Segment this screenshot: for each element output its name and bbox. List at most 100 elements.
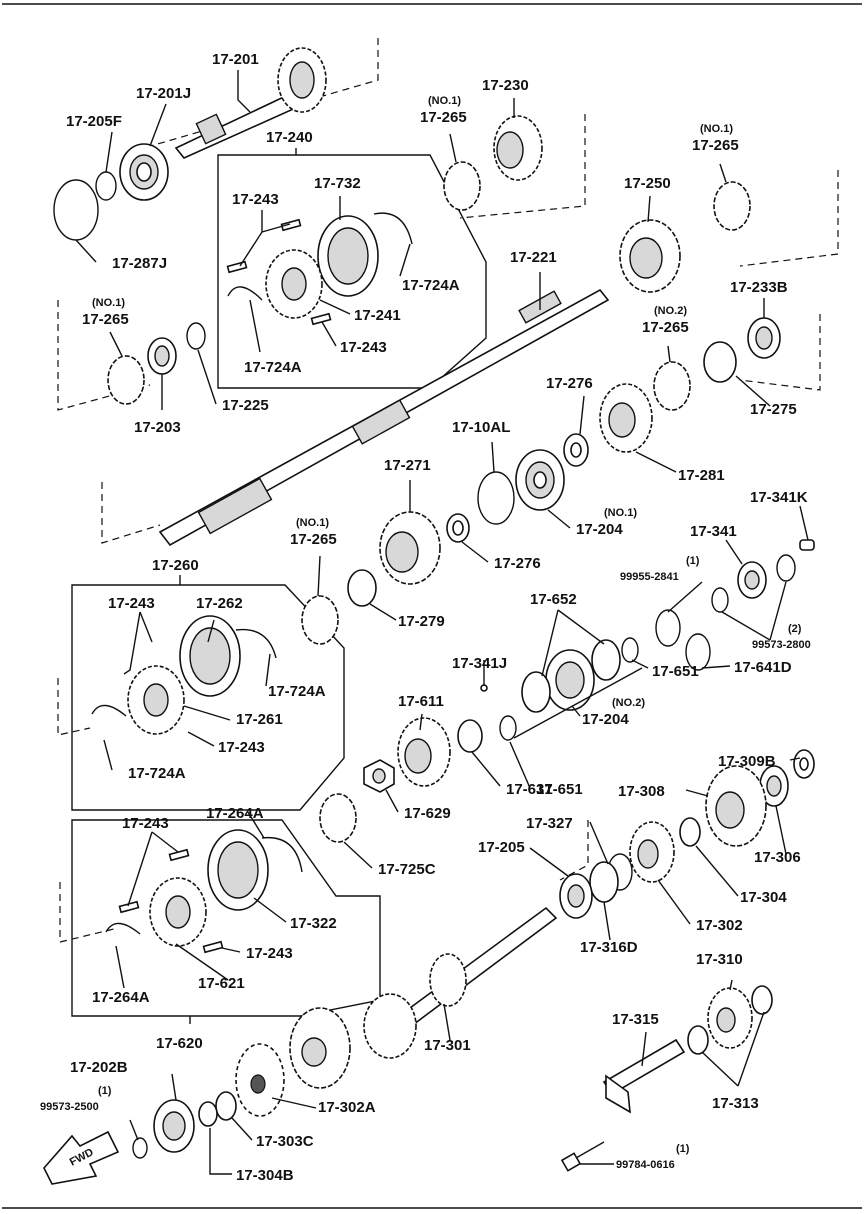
label-17-201: 17-201: [212, 51, 259, 68]
sleeve-17-262: [179, 615, 241, 697]
gear-17-281: [599, 383, 653, 453]
washers-17-313: [687, 985, 773, 1055]
label-17-271: 17-271: [384, 457, 431, 474]
label-17-279: 17-279: [398, 613, 445, 630]
sleeve-17-322: [207, 829, 269, 911]
label-17-243-d: 17-243: [218, 739, 265, 756]
label-17-250: 17-250: [624, 175, 671, 192]
main-shaft-17-221: [158, 288, 610, 547]
label-17-621: 17-621: [198, 975, 245, 992]
hub-17-261: [127, 665, 185, 735]
label-17-341K: 17-341K: [750, 489, 808, 506]
hub-17-621: [149, 877, 207, 947]
label-17-316D: 17-316D: [580, 939, 638, 956]
label-17-724A-c: 17-724A: [268, 683, 326, 700]
label-17-225: 17-225: [222, 397, 269, 414]
input-shaft-17-201: [174, 47, 327, 159]
label-17-243-a: 17-243: [232, 191, 279, 208]
ring-17-287J: [53, 179, 99, 241]
label-17-304B: 17-304B: [236, 1167, 294, 1184]
collar-17-303C: [215, 1091, 237, 1121]
shaft-17-315: [602, 1038, 686, 1114]
snap-ring-99573-2800: [711, 554, 796, 613]
label-17-265-b-no: (NO.1): [700, 123, 733, 135]
label-17-341J: 17-341J: [452, 655, 507, 672]
leader-lines: [75, 70, 809, 1175]
gear-17-310: [707, 987, 753, 1049]
hub-17-241: [265, 249, 323, 319]
label-99784-0616: 99784-0616: [616, 1159, 675, 1171]
label-99573-2500-no: (1): [98, 1085, 112, 1097]
label-17-652: 17-652: [530, 591, 577, 608]
bearing-17-306: [759, 765, 789, 807]
label-17-732: 17-732: [314, 175, 361, 192]
label-17-233B: 17-233B: [730, 279, 788, 296]
gear-17-302: [629, 821, 675, 883]
synchro-ring-17-265-d: [653, 361, 691, 411]
label-17-651-b: 17-651: [536, 781, 583, 798]
countershaft-17-301: [289, 906, 558, 1089]
label-17-204-a-no: (NO.1): [604, 507, 637, 519]
group-box-17-260: [71, 584, 345, 811]
label-17-221: 17-221: [510, 249, 557, 266]
bearing-17-204-no2: [545, 649, 595, 711]
label-17-724A-d: 17-724A: [128, 765, 186, 782]
label-17-287J: 17-287J: [112, 255, 167, 272]
label-17-204-b: 17-204: [582, 711, 629, 728]
ring-17-652-b: [521, 671, 551, 713]
key-17-341K: [799, 539, 815, 551]
label-17-725C: 17-725C: [378, 861, 436, 878]
sleeve-17-304: [679, 817, 701, 847]
label-17-265-a-no: (NO.1): [428, 95, 461, 107]
label-17-303C: 17-303C: [256, 1133, 314, 1150]
bearing-17-202B: [153, 1099, 195, 1153]
label-17-724A-a: 17-724A: [402, 277, 460, 294]
nut-17-629: [363, 759, 395, 793]
label-17-724A-b: 17-724A: [244, 359, 302, 376]
label-17-620: 17-620: [156, 1035, 203, 1052]
snap-ring-99573-2500: [132, 1137, 148, 1159]
washer-17-276-b: [446, 513, 470, 543]
label-17-265-c-no: (NO.2): [654, 305, 687, 317]
label-17-309B: 17-309B: [718, 753, 776, 770]
label-17-204-a: 17-204: [576, 521, 623, 538]
sleeve-17-732: [317, 215, 379, 297]
label-17-308: 17-308: [618, 783, 665, 800]
label-17-265-e: 17-265: [290, 531, 337, 548]
gear-17-271: [379, 511, 441, 585]
label-17-205: 17-205: [478, 839, 525, 856]
sleeve-17-275: [703, 341, 737, 383]
label-17-10AL: 17-10AL: [452, 419, 510, 436]
label-17-261: 17-261: [236, 711, 283, 728]
snap-ring-17-225: [186, 322, 206, 350]
group-box-17-240: [217, 154, 487, 389]
label-17-302: 17-302: [696, 917, 743, 934]
springs-17-264A: [105, 836, 303, 935]
ring-99955-2841: [655, 609, 681, 647]
label-17-631: 17-631: [506, 781, 553, 798]
collar-17-631: [457, 719, 483, 753]
label-17-304: 17-304: [740, 889, 787, 906]
label-99573-2800-no: (2): [788, 623, 802, 635]
label-99784-0616-no: (1): [676, 1143, 690, 1155]
bolt-99784-0616: [560, 1141, 605, 1172]
label-17-243-e: 17-243: [122, 815, 169, 832]
label-17-265-b: 17-265: [692, 137, 739, 154]
springs-17-724A-lower: [91, 628, 277, 717]
gear-17-308: [705, 765, 767, 847]
label-17-315: 17-315: [612, 1011, 659, 1028]
label-17-265-c: 17-265: [642, 319, 689, 336]
label-17-201J: 17-201J: [136, 85, 191, 102]
label-17-205F: 17-205F: [66, 113, 122, 130]
label-17-264A-b: 17-264A: [92, 989, 150, 1006]
callout-labels: 17-201 17-201J 17-205F 17-287J 17-240 17…: [40, 51, 811, 1184]
label-17-241: 17-241: [354, 307, 401, 324]
label-17-301: 17-301: [424, 1037, 471, 1054]
ring-17-652: [591, 639, 621, 681]
label-17-341: 17-341: [690, 523, 737, 540]
label-17-203: 17-203: [134, 419, 181, 436]
needle-bearing-17-233B: [747, 317, 781, 359]
label-17-327: 17-327: [526, 815, 573, 832]
synchro-ring-17-265-b: [713, 181, 751, 231]
